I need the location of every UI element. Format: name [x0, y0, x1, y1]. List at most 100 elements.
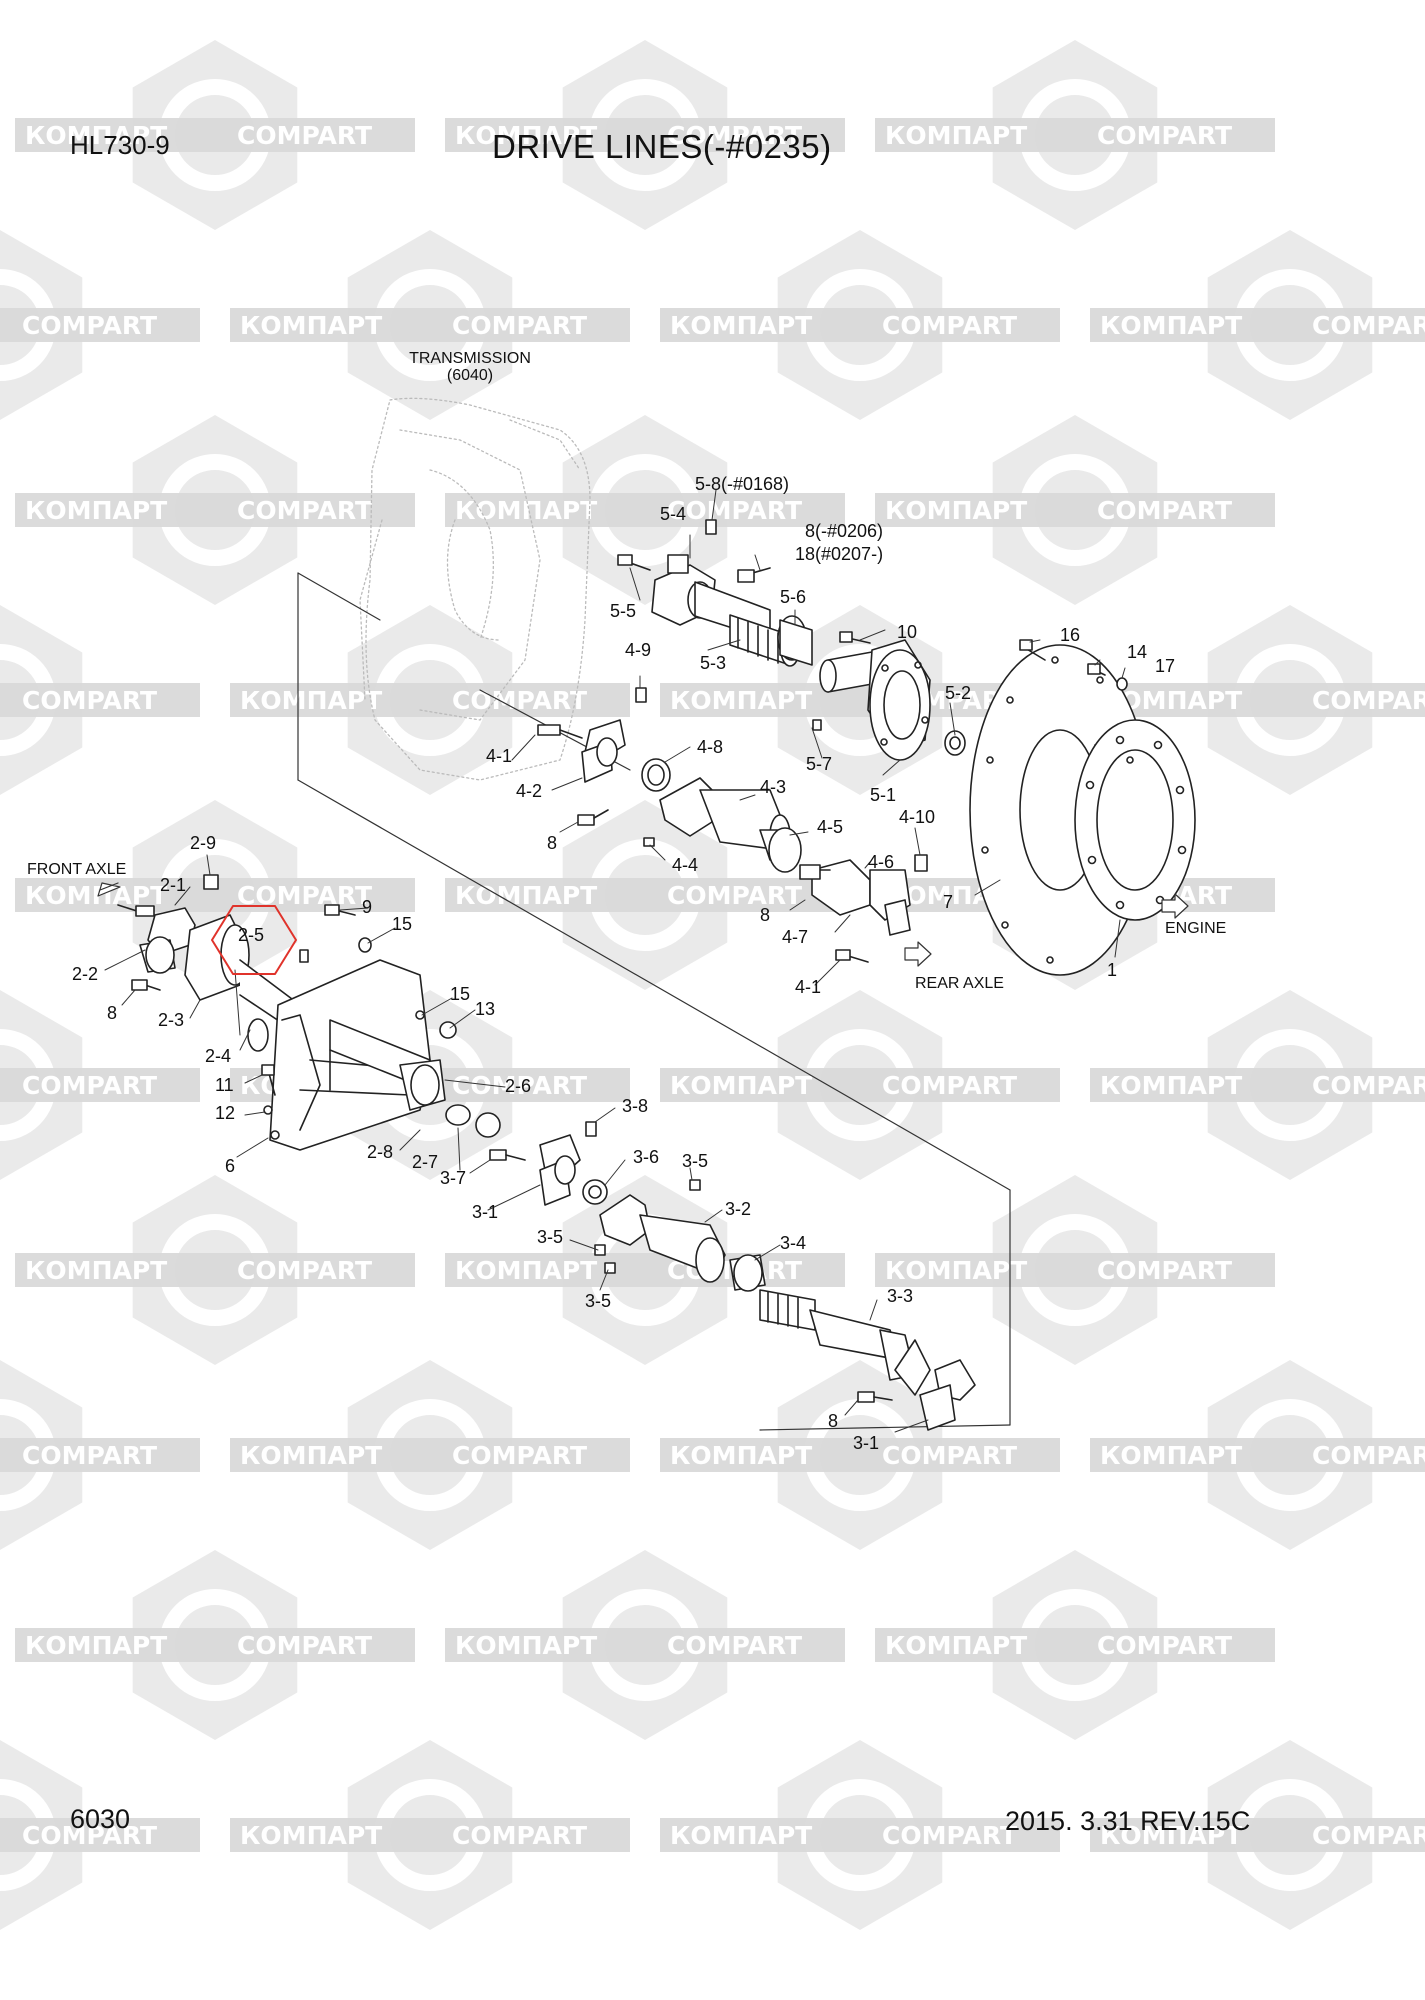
- callout-3-5-left: 3-5: [537, 1227, 564, 1247]
- callout-15-upper: 15: [392, 914, 413, 934]
- watermark-text-latin: COMPART: [882, 311, 1017, 340]
- watermark-text-latin: COMPART: [1312, 1821, 1425, 1850]
- front-axle-arrow: [97, 882, 121, 897]
- watermark-band: [445, 878, 845, 912]
- callout-4-4: 4-4: [672, 855, 699, 875]
- watermark-text-cyrillic: КОМПАРТ: [240, 1821, 382, 1850]
- watermark-band: [660, 1438, 1060, 1472]
- callout-10: 10: [897, 622, 918, 642]
- callout-3-6: 3-6: [633, 1147, 660, 1167]
- watermark-text-latin: COMPART: [1097, 1256, 1232, 1285]
- callout-8-top: 8(-#0206): [805, 521, 884, 541]
- watermark-text-cyrillic: КОМПАРТ: [455, 881, 597, 910]
- watermark-mark: КОМПАРТ COMPART: [660, 230, 1060, 420]
- watermark-mark: КОМПАРТ COMPART: [445, 800, 845, 990]
- callout-4-1-upper: 4-1: [486, 746, 513, 766]
- callout-5-4: 5-4: [660, 504, 687, 524]
- watermark-band: [875, 1253, 1275, 1287]
- callout-6: 6: [225, 1156, 236, 1176]
- callout-1: 1: [1107, 960, 1118, 980]
- watermark-text-latin: COMPART: [1312, 1441, 1425, 1470]
- watermark-text-latin: COMPART: [22, 1071, 157, 1100]
- watermark-text-latin: COMPART: [1097, 121, 1232, 150]
- watermark-band: [660, 1068, 1060, 1102]
- watermark-mark: КОМПАРТ COMPART: [445, 1550, 845, 1740]
- watermark-text-latin: COMPART: [667, 1631, 802, 1660]
- callout-2-3: 2-3: [158, 1010, 185, 1030]
- callout-3-2: 3-2: [725, 1199, 752, 1219]
- callout-4-3: 4-3: [760, 777, 787, 797]
- watermark-text-latin: COMPART: [237, 496, 372, 525]
- callout-15-lower: 15: [450, 984, 471, 1004]
- watermark-band: [230, 1818, 630, 1852]
- callout-4-1-lower: 4-1: [795, 977, 822, 997]
- callout-5-5: 5-5: [610, 601, 637, 621]
- watermark-text-latin: COMPART: [882, 1071, 1017, 1100]
- watermark-band: [0, 308, 200, 342]
- watermark-band: [1090, 1818, 1425, 1852]
- watermark-text-cyrillic: КОМПАРТ: [25, 496, 167, 525]
- engine-label: ENGINE: [1165, 920, 1227, 937]
- watermark-text-latin: COMPART: [667, 881, 802, 910]
- watermark-text-latin: COMPART: [882, 1821, 1017, 1850]
- watermark-mark: КОМПАРТ COMPART: [1090, 1360, 1425, 1550]
- highlight-hexagon: [211, 905, 297, 975]
- watermark-text-cyrillic: КОМПАРТ: [25, 1256, 167, 1285]
- callout-4-7: 4-7: [782, 927, 809, 947]
- watermark-mark: КОМПАРТ COMPART: [230, 1740, 630, 1930]
- watermark-text-cyrillic: КОМПАРТ: [455, 1256, 597, 1285]
- callout-2-6: 2-6: [505, 1076, 532, 1096]
- callout-3-3: 3-3: [887, 1286, 914, 1306]
- watermark-band: [0, 1068, 200, 1102]
- revision-date: 2015. 3.31 REV.15C: [1005, 1806, 1251, 1836]
- watermark-band: [875, 493, 1275, 527]
- callout-5-2: 5-2: [945, 683, 972, 703]
- watermark-mark: КОМПАРТ COMPART: [15, 415, 415, 605]
- callout-4-2: 4-2: [516, 781, 543, 801]
- callout-7: 7: [943, 892, 954, 912]
- page-number: 6030: [70, 1804, 131, 1834]
- watermark-band: [1090, 308, 1425, 342]
- watermark-text-cyrillic: КОМПАРТ: [1100, 1071, 1242, 1100]
- watermark-text-cyrillic: КОМПАРТ: [1100, 1441, 1242, 1470]
- watermark-text-latin: COMPART: [452, 311, 587, 340]
- watermark-band: [445, 118, 845, 152]
- watermark-text-cyrillic: КОМПАРТ: [670, 311, 812, 340]
- engine-arrow: [1161, 893, 1189, 919]
- watermark-text-latin: COMPART: [452, 1821, 587, 1850]
- callout-2-8: 2-8: [367, 1142, 394, 1162]
- watermark-text-latin: COMPART: [452, 1441, 587, 1470]
- watermark-mark: КОМПАРТ COMPART: [660, 990, 1060, 1180]
- drive-plate-7-and-flange-1: [969, 639, 1196, 976]
- watermark-text-cyrillic: КОМПАРТ: [670, 686, 812, 715]
- watermark-text-latin: COMPART: [1097, 496, 1232, 525]
- watermark-text-cyrillic: КОМПАРТ: [455, 1631, 597, 1660]
- callout-14: 14: [1127, 642, 1148, 662]
- callout-2-5: 2-5: [238, 925, 265, 945]
- watermark-band: [0, 683, 200, 717]
- watermark-band: [660, 1818, 1060, 1852]
- callout-5-6: 5-6: [780, 587, 807, 607]
- watermark-text-latin: COMPART: [1312, 311, 1425, 340]
- watermark-text-latin: COMPART: [1312, 686, 1425, 715]
- watermark-text-cyrillic: КОМПАРТ: [455, 121, 597, 150]
- callout-2-4: 2-4: [205, 1046, 232, 1066]
- callout-3-5-lower: 3-5: [585, 1291, 612, 1311]
- transmission-ghost-outline: [359, 397, 591, 781]
- watermark-text-cyrillic: КОМПАРТ: [885, 496, 1027, 525]
- watermark-text-cyrillic: КОМПАРТ: [670, 1071, 812, 1100]
- watermark-text-latin: COMPART: [237, 1631, 372, 1660]
